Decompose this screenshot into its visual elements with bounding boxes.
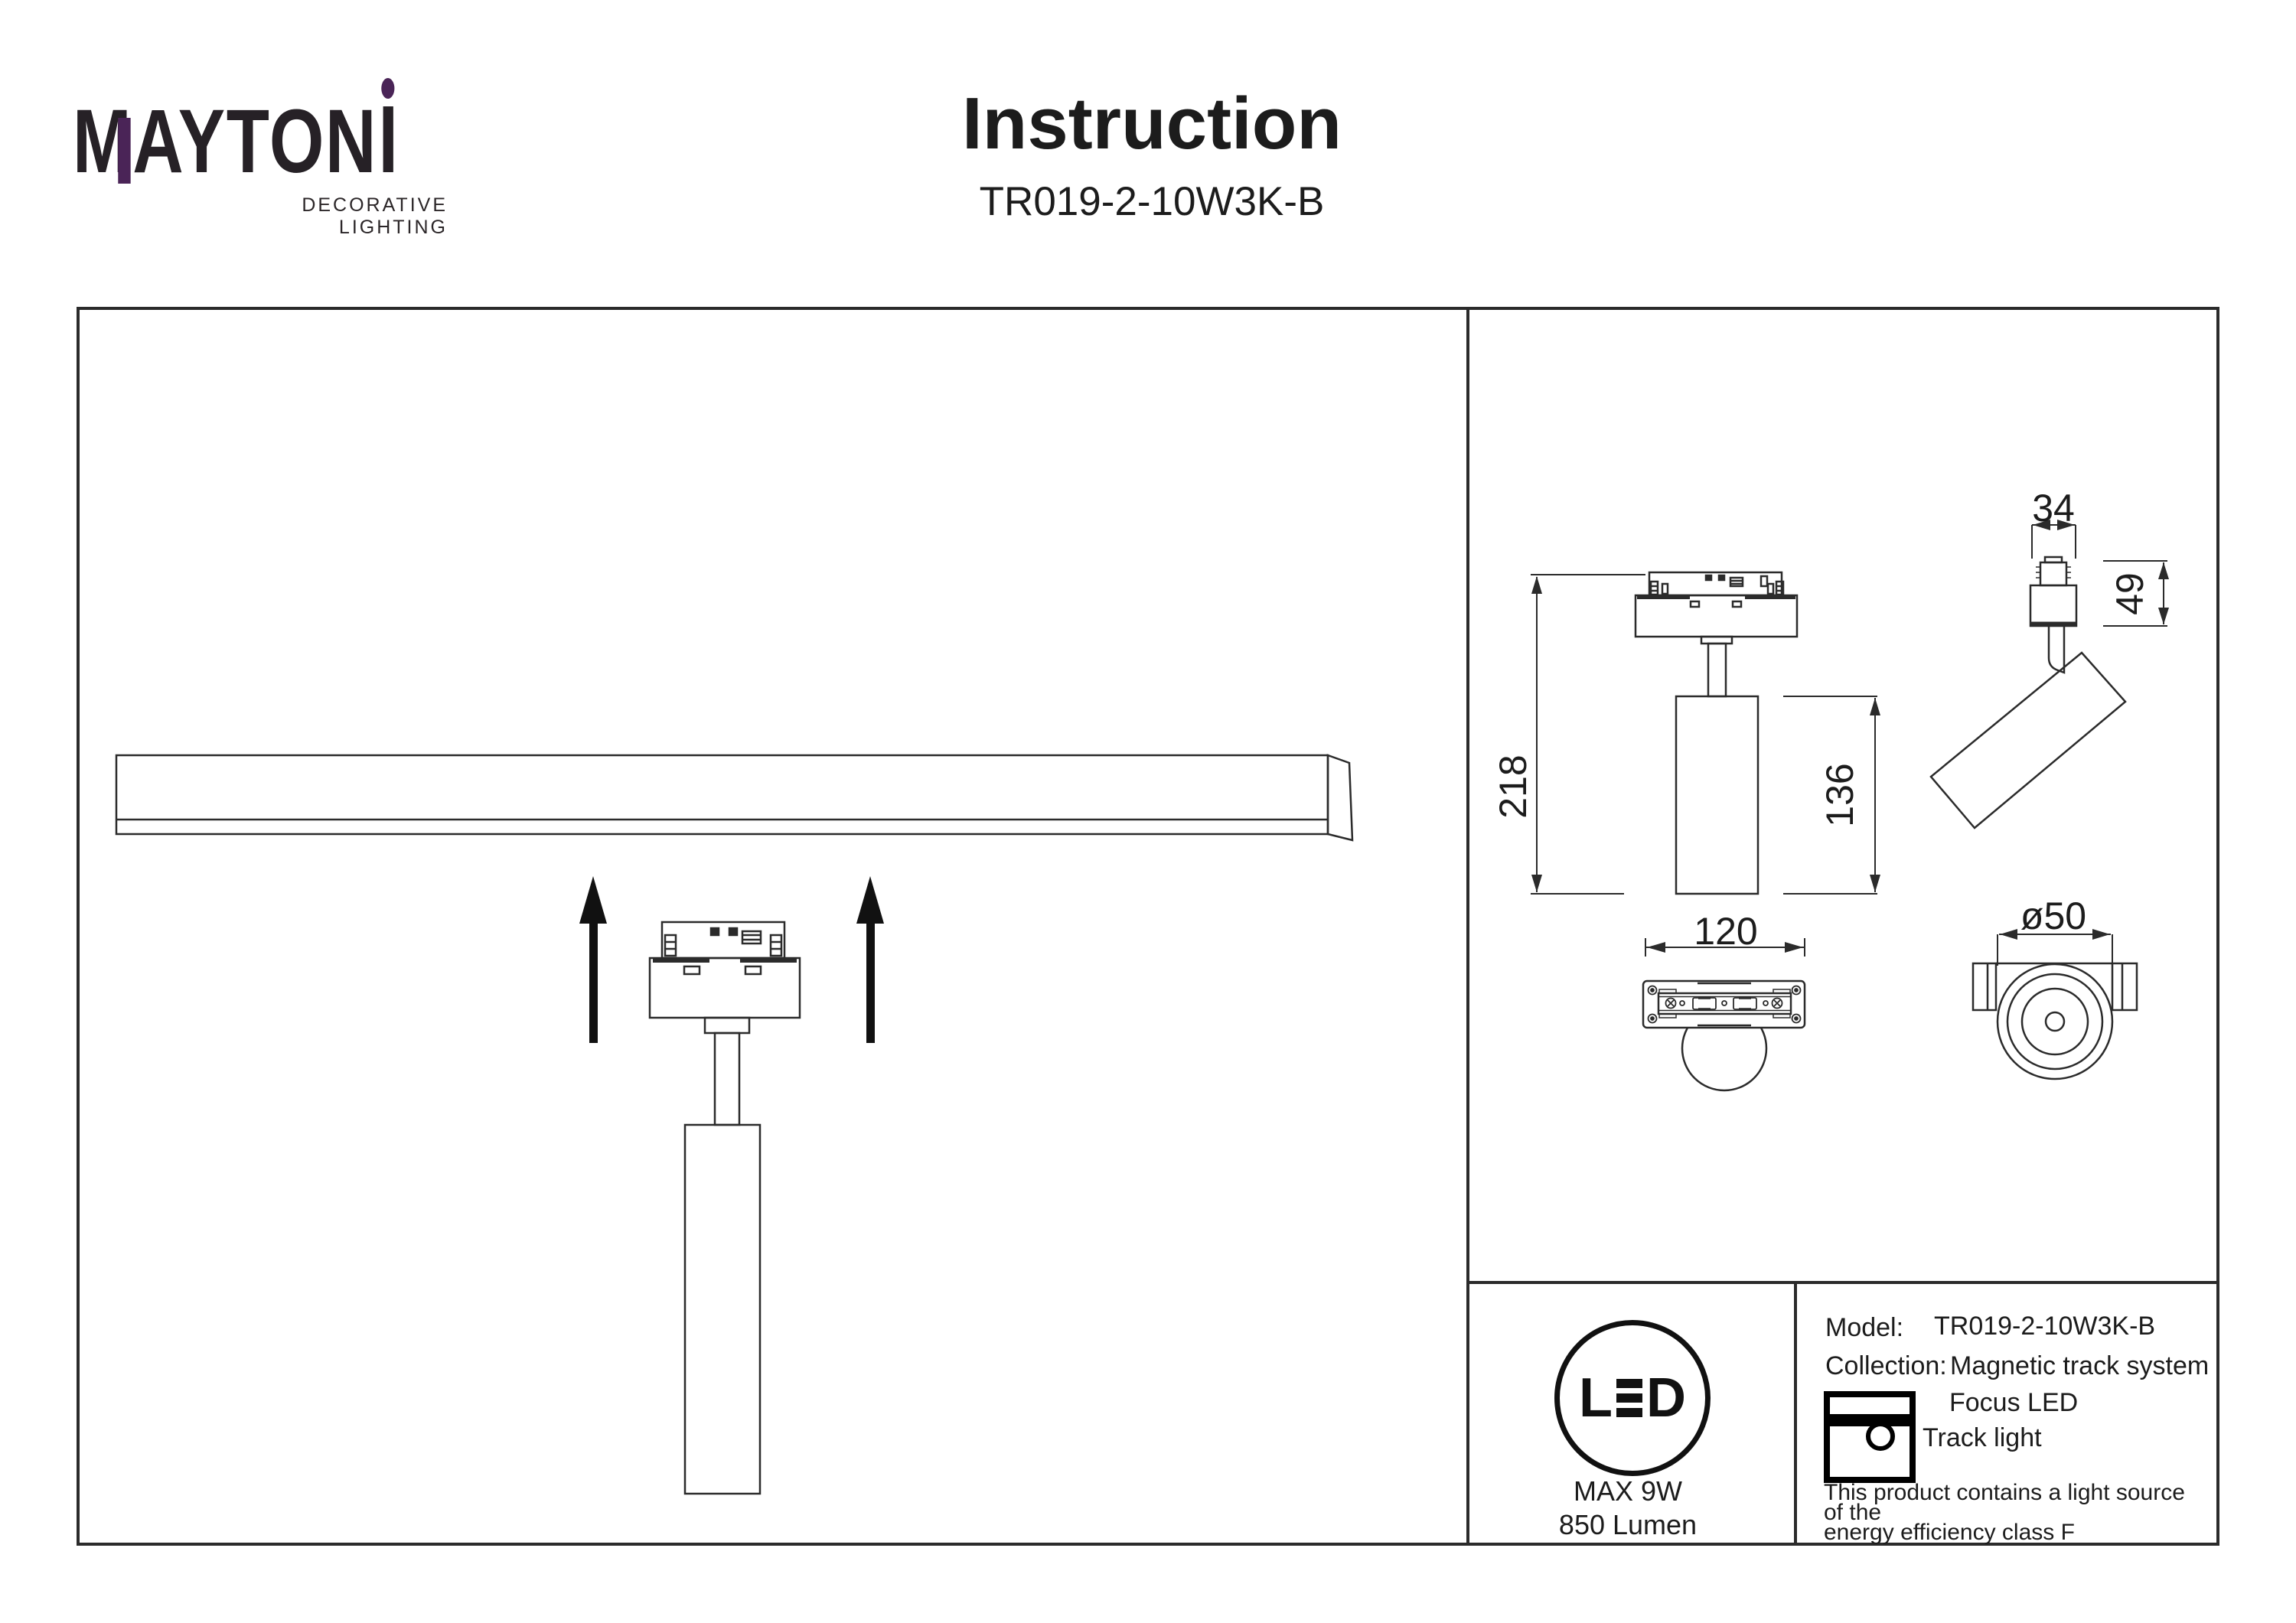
track-light-icon	[1824, 1391, 1916, 1483]
dim-136	[1783, 696, 1880, 895]
dimension-views	[1531, 520, 2169, 1092]
dim-50	[1997, 929, 2113, 966]
dim-120	[1645, 938, 1805, 957]
led-letter-d: D	[1645, 1367, 1686, 1429]
insert-arrows	[579, 876, 884, 1043]
led-badge: L D	[1554, 1320, 1711, 1476]
track-end-cap	[1326, 754, 1354, 842]
bottom-view	[1642, 979, 1806, 1092]
energy-note-line1: This product contains a light source of …	[1824, 1480, 2185, 1525]
title-block: Instruction TR019-2-10W3K-B	[765, 86, 1538, 225]
fixture-connector-body	[648, 957, 801, 1019]
side-stem	[2047, 626, 2066, 674]
logo-purple-m-stem	[118, 118, 131, 184]
front-view	[1634, 571, 1799, 895]
dim-label-34: 34	[2032, 487, 2075, 530]
luminous-flux: 850 Lumen	[1558, 1509, 1698, 1540]
model-label: Model:	[1825, 1313, 1904, 1342]
fixture-adapter	[660, 921, 786, 960]
tilted-cylinder	[1929, 651, 2127, 829]
track-profile	[115, 754, 1354, 842]
frame-borders	[77, 307, 2219, 1546]
page-title: Instruction	[962, 83, 1342, 165]
corner-screws	[1647, 985, 1802, 1024]
dim-label-218: 218	[1492, 754, 1534, 818]
energy-note-line2: energy efficiency class F	[1824, 1520, 2075, 1545]
max-power: MAX 9W	[1573, 1475, 1682, 1507]
dim-218	[1531, 574, 1645, 895]
installation-diagram	[115, 754, 1354, 1495]
arrow-up-right-icon	[856, 876, 884, 924]
arrow-up-left-icon	[579, 876, 607, 924]
product-line1: Focus LED	[1949, 1388, 2079, 1417]
collection-value: Magnetic track system	[1950, 1351, 2210, 1380]
logo-purple-dot-icon	[381, 78, 395, 99]
track-light-icon-band	[1830, 1414, 1910, 1426]
dim-34	[2031, 520, 2076, 559]
maytoni-logo: MAYTON	[73, 78, 395, 187]
track-light-icon-spot	[1866, 1422, 1895, 1451]
dim-label-diameter: ø50	[2020, 895, 2086, 937]
product-line2: Track light	[1923, 1423, 2042, 1452]
led-letter-l: L	[1579, 1367, 1613, 1429]
model-value: TR019-2-10W3K-B	[1934, 1312, 2156, 1341]
track-light-fixture	[648, 921, 801, 1495]
top-view	[1971, 929, 2138, 1080]
side-view	[1929, 520, 2169, 829]
fixture-neck	[703, 1016, 751, 1035]
dim-49	[2103, 560, 2169, 627]
energy-note: This product contains a light source of …	[1824, 1480, 2206, 1545]
fixture-cylinder	[683, 1123, 762, 1495]
dim-label-49: 49	[2108, 572, 2151, 615]
dim-label-136: 136	[1818, 763, 1861, 826]
logo-letter-i	[381, 78, 395, 172]
dim-label-120: 120	[1694, 910, 1757, 953]
fixture-stem	[713, 1031, 741, 1126]
led-letter-e-bars	[1616, 1379, 1642, 1417]
logo-tagline: DECORATIVE LIGHTING	[302, 194, 448, 238]
collection-label: Collection:	[1825, 1351, 1947, 1380]
page-model-number: TR019-2-10W3K-B	[979, 179, 1325, 224]
